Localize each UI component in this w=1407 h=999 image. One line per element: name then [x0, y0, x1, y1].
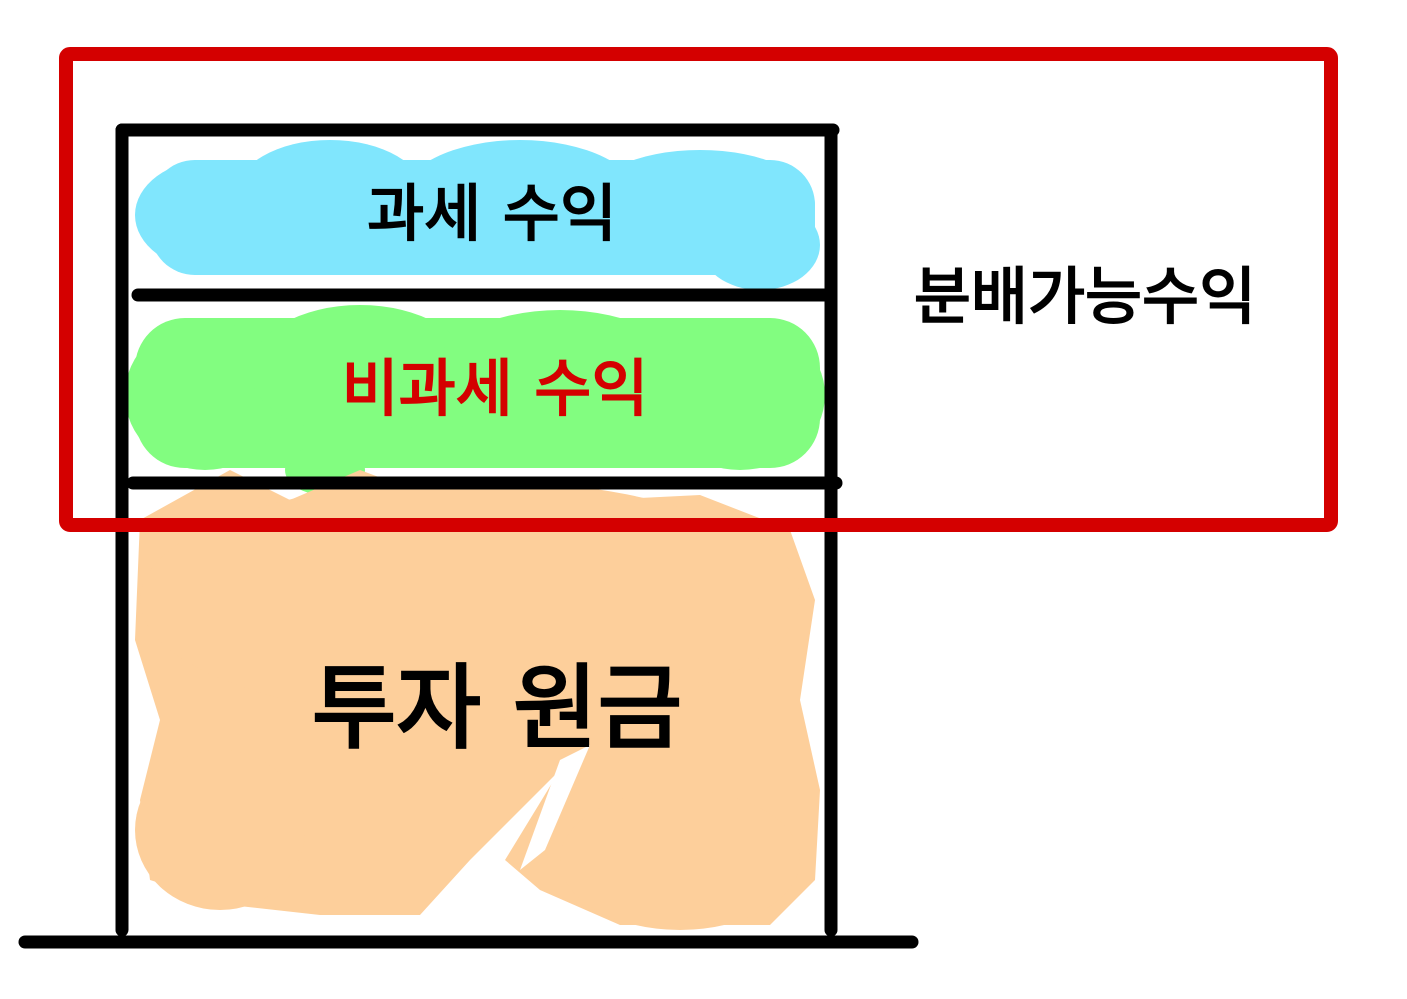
taxable-income-fill — [135, 140, 820, 290]
principal-label: 투자 원금 — [312, 655, 683, 762]
non-taxable-income-fill — [125, 305, 825, 495]
principal-fill — [135, 470, 820, 930]
taxable-income-label: 과세 수익 — [367, 177, 617, 250]
distributable-income-highlight — [59, 47, 1338, 532]
distributable-income-label: 분배가능수익 — [914, 260, 1256, 333]
non-taxable-income-label: 비과세 수익 — [342, 352, 649, 425]
